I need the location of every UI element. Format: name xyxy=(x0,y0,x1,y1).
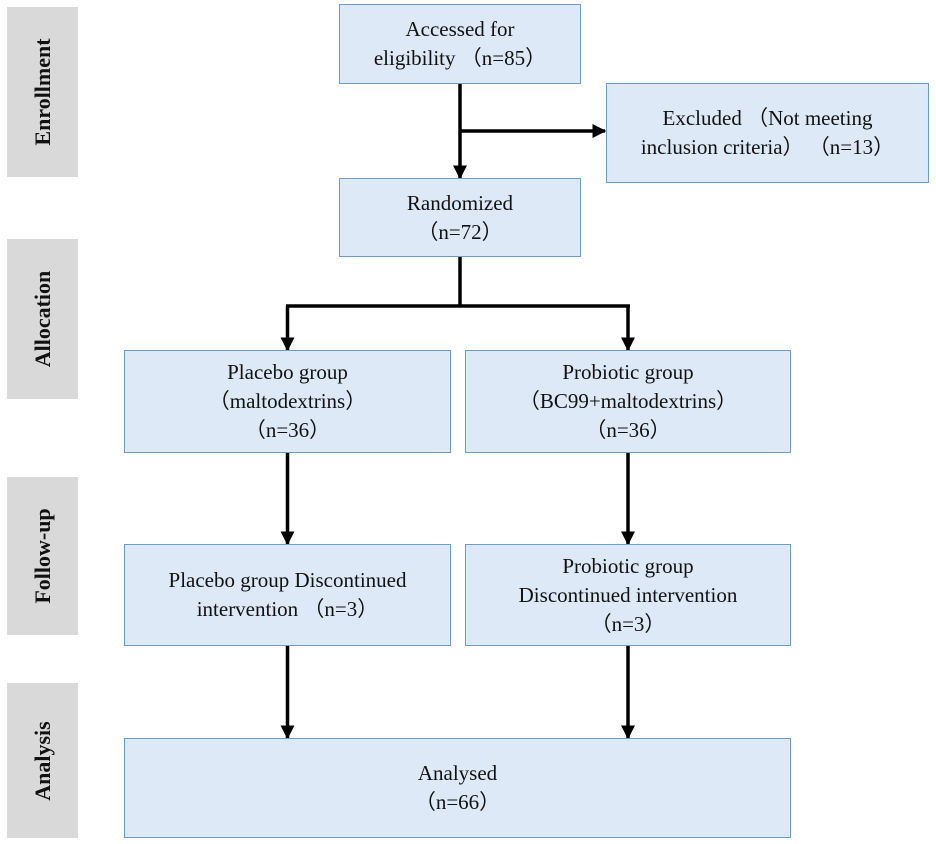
box-placebo-discontinued: Placebo group Discontinued intervention … xyxy=(124,544,451,646)
box-randomized: Randomized （n=72） xyxy=(339,178,581,257)
box-placebo-group: Placebo group （maltodextrins） （n=36） xyxy=(124,350,451,453)
stage-follow-up: Follow-up xyxy=(7,477,78,635)
stage-enrollment: Enrollment xyxy=(7,7,78,177)
box-probiotic-discontinued: Probiotic group Discontinued interventio… xyxy=(465,544,791,646)
box-accessed-for-eligibility: Accessed for eligibility （n=85） xyxy=(339,4,581,84)
box-analysed: Analysed （n=66） xyxy=(124,738,791,838)
stage-analysis: Analysis xyxy=(7,683,78,838)
box-probiotic-group: Probiotic group （BC99+maltodextrins） （n=… xyxy=(465,350,791,453)
box-excluded: Excluded （Not meeting inclusion criteria… xyxy=(606,83,929,183)
stage-allocation: Allocation xyxy=(7,239,78,399)
